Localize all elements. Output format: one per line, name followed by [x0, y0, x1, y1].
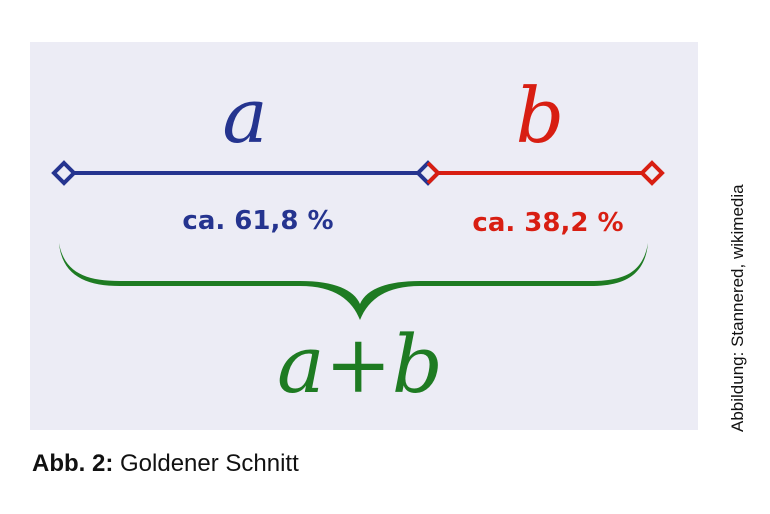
image-credit: Abbildung: Stannered, wikimedia: [728, 184, 747, 432]
label-a: a: [222, 71, 267, 160]
percent-b: ca. 38,2 %: [472, 208, 623, 238]
caption-text: Goldener Schnitt: [113, 450, 299, 477]
label-b: b: [516, 71, 565, 160]
division-point-marker: [415, 160, 441, 186]
curly-brace: [59, 243, 648, 320]
diagram-background: [30, 42, 698, 430]
figure-caption: Abb. 2: Goldener Schnitt: [32, 450, 299, 478]
caption-prefix: Abb. 2:: [32, 450, 114, 477]
endpoint-left-marker: [51, 160, 77, 186]
label-sum: a+b: [277, 318, 443, 411]
endpoint-right-marker: [639, 160, 665, 186]
percent-a: ca. 61,8 %: [182, 206, 333, 236]
